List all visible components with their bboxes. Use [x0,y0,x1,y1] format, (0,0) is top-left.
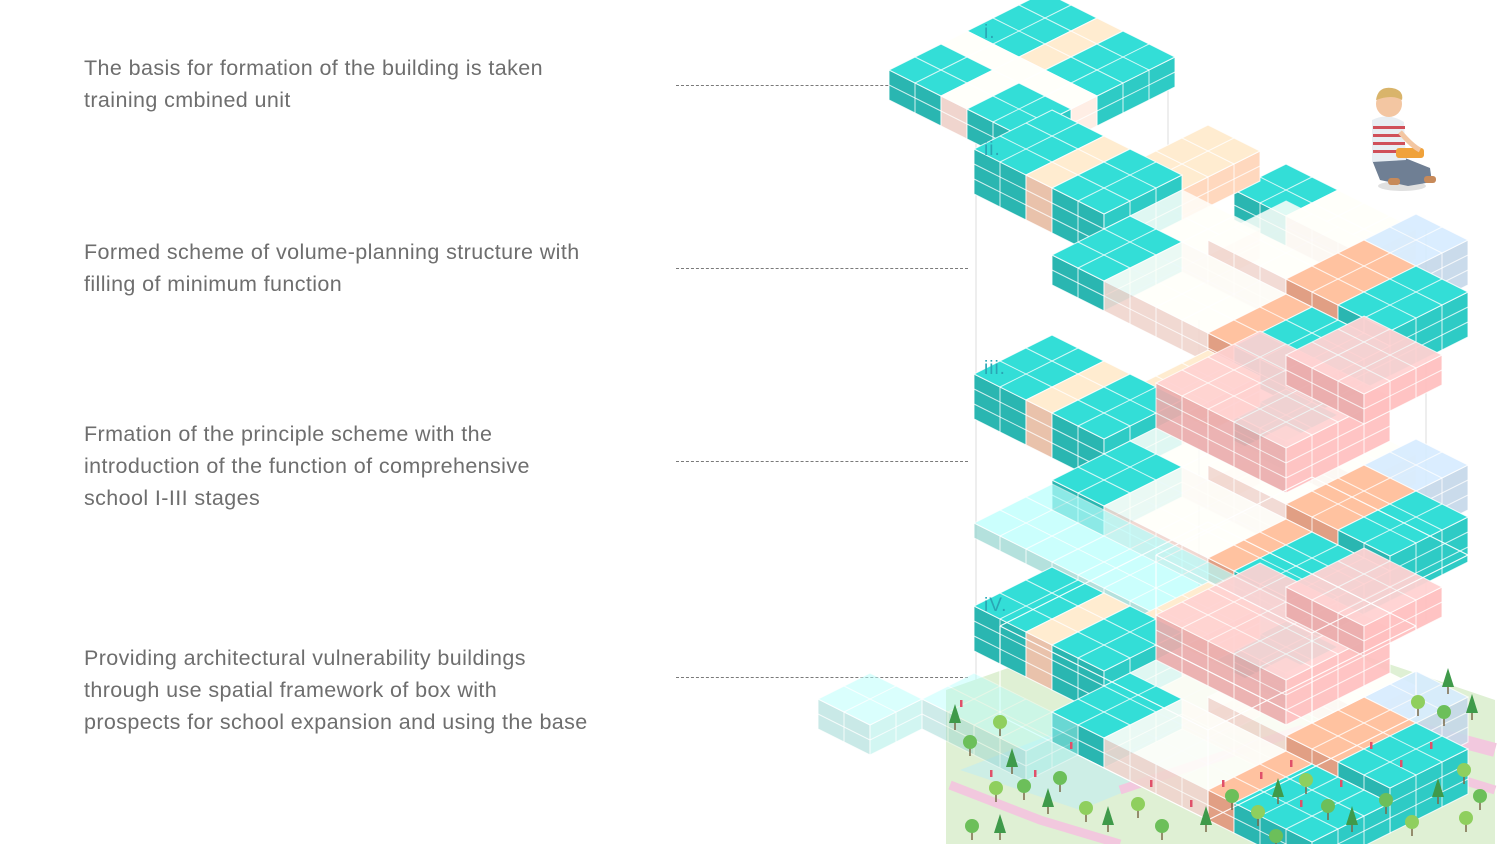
tree [1269,829,1283,844]
stage-4-massing [816,476,1470,844]
shirt-stripe [1373,126,1405,129]
tree [1321,799,1335,820]
tree [1405,815,1419,836]
stage-1-line-2: training cmbined unit [84,88,291,112]
tree [1155,819,1169,840]
stage-3-leader-line [676,461,968,462]
person [1034,770,1037,777]
stage-3-line-2: introduction of the function of comprehe… [84,454,530,478]
person [1150,780,1153,787]
tree [1457,763,1471,784]
child-figure [1372,87,1436,191]
person [1430,742,1433,749]
stage-4-line-2: through use spatial framework of box wit… [84,678,498,702]
tree [949,704,961,730]
tree [965,819,979,840]
tree [1131,797,1145,818]
tree [1437,705,1451,726]
shoe [1388,178,1400,185]
glass-pavilion [816,672,924,756]
stage-2-line-1: Formed scheme of volume-planning structu… [84,240,580,264]
stage-2-leader-line [676,268,968,269]
tree [1346,806,1358,832]
stage-4-line-1: Providing architectural vulnerability bu… [84,646,526,670]
wire-frame [1155,476,1469,724]
person [960,700,963,707]
box-top-face [920,672,1080,752]
stage-4-label: iV. [984,595,1008,616]
legs [1372,153,1432,186]
tree [1006,748,1018,774]
stage-4-leader-line [676,677,968,678]
person [990,770,993,777]
shirt-stripe [1373,142,1405,145]
tree [1251,805,1265,826]
pink-volume [1284,315,1444,425]
tree [1017,779,1031,800]
tree [1042,788,1054,814]
person [1070,742,1073,749]
box-top-face [816,672,924,726]
pink-volume [1284,547,1444,657]
tree [1299,773,1313,794]
stage-1-line-1: The basis for formation of the building … [84,56,543,80]
stage-2-label: ii. [984,139,1001,160]
tree [994,814,1006,840]
tree [1459,811,1473,832]
tree [1442,668,1454,694]
arm [1398,130,1422,153]
person [1222,780,1225,787]
shirt-stripe [1373,134,1405,137]
stage-1-description: The basis for formation of the building … [84,52,684,116]
tree [1411,695,1425,716]
shirt-stripe [1373,150,1405,153]
hair [1376,87,1403,100]
tree [993,715,1007,736]
stage-4-description: Providing architectural vulnerability bu… [84,642,684,738]
person [1370,742,1373,749]
tree [1200,806,1212,832]
person [1400,760,1403,767]
tree [1272,778,1284,804]
stage-1-label: i. [984,22,996,43]
site-trees [949,668,1487,844]
person [1290,760,1293,767]
pink-volume [1154,330,1392,494]
teal-module [972,109,1106,221]
person [1300,800,1303,807]
stage-2-line-2: filling of minimum function [84,272,343,296]
tree [1379,793,1393,814]
stage-3-description: Frmation of the principle scheme with th… [84,418,684,514]
stage-4-line-3: prospects for school expansion and using… [84,710,588,734]
stage-2-description: Formed scheme of volume-planning structu… [84,236,684,300]
stage-3-line-3: school I-III stages [84,486,261,510]
tree [1225,789,1239,810]
stage-3-line-1: Frmation of the principle scheme with th… [84,422,493,446]
person [1340,780,1343,787]
tree [1079,801,1093,822]
stage-1-leader-line [676,85,968,86]
tree [1053,771,1067,792]
tree [989,781,1003,802]
person [1260,772,1263,779]
stage-3-label: iii. [984,358,1006,379]
box-side-face [1025,724,1079,782]
person [1190,800,1193,807]
tree [963,735,977,756]
tree [1102,806,1114,832]
tree [1432,778,1444,804]
tree [1473,789,1487,810]
shoe [1424,176,1436,183]
tree [1466,694,1478,720]
